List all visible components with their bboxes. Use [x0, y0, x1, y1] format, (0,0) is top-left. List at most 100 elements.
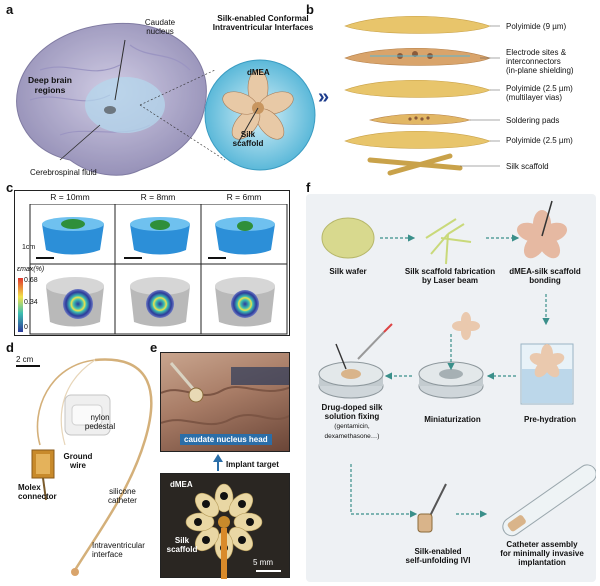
brain-illustration: [16, 22, 316, 176]
layer-vias-line2: (multilayer vias): [506, 93, 563, 103]
layer-polyimide-2-5: Polyimide (2.5 µm): [506, 136, 573, 145]
radius-10mm: R = 10mm: [50, 192, 90, 202]
silk-e-line2: scaffold: [166, 545, 198, 555]
panel-label-d: d: [6, 340, 14, 355]
deep-line1: Deep brain: [28, 75, 72, 85]
process-flow: [318, 200, 596, 537]
panel-label-a: a: [6, 2, 14, 17]
step-laser-fab: Silk scaffold fabrication by Laser beam: [400, 267, 500, 285]
layer-electrode-line2: interconnectors: [506, 57, 561, 67]
caudate-line2: nucleus: [146, 27, 174, 37]
silicone-line1: silicone: [109, 487, 136, 496]
colorbar-tick-high: 0.68: [24, 277, 38, 284]
laser-scaffold-img: [425, 218, 472, 265]
silk-e-line1: Silk: [174, 536, 190, 545]
nylon-pedestal-label: nylon pedestal: [80, 413, 120, 431]
double-chevron-icon: »: [318, 86, 330, 108]
ivi-line1: Intraventricular: [92, 541, 145, 550]
brain-photo-svg: [161, 362, 289, 426]
layer-polyimide-9: Polyimide (9 µm): [506, 22, 567, 31]
layer-polyimide-vias: Polyimide (2.5 µm) (multilayer vias): [506, 84, 573, 102]
ivi-line2: interface: [92, 550, 123, 560]
silk-a-line1: Silk: [240, 130, 256, 139]
dome-model-10mm: [42, 217, 104, 255]
bond-line2: bonding: [529, 276, 561, 286]
fab-line2: by Laser beam: [421, 276, 479, 286]
scale-bar-d: [16, 365, 40, 367]
layer-soldering-pads: Soldering pads: [506, 116, 560, 125]
dmea-label-e: dMEA: [170, 480, 193, 489]
beaker-img: [520, 343, 574, 405]
colorbar-tick-mid: 0.34: [24, 299, 38, 306]
panel-a-title-line1: Silk-enabled Conformal: [217, 14, 309, 23]
nylon-line1: nylon: [90, 413, 110, 422]
step-silk-wafer: Silk wafer: [329, 267, 367, 276]
unfold-line1: Silk-enabled: [414, 547, 462, 556]
self-unfolding-ivi-img: [417, 483, 447, 533]
up-arrow-icon: [213, 454, 223, 462]
silk-a-line2: scaffold: [232, 139, 264, 149]
unfold-line2: self-unfolding IVI: [405, 556, 471, 566]
molex-line2: connector: [18, 492, 57, 502]
ground-line2: wire: [69, 461, 86, 471]
radius-6mm: R = 6mm: [226, 192, 262, 202]
dmea-flower-zoom: [222, 69, 294, 144]
panel-c-grid: [18, 204, 288, 335]
panel-label-c: c: [6, 180, 14, 195]
catheter-tube-img: [502, 464, 596, 537]
silicone-catheter-label: silicone catheter: [100, 487, 145, 505]
caudate-head-tag: caudate nucleus head: [180, 434, 272, 446]
silk-scaffold-label-a: Silk scaffold: [228, 130, 268, 148]
cath-line2: for minimally invasive: [500, 549, 584, 559]
cath-line1: Catheter assembly: [506, 540, 578, 549]
layer-electrode-line1: Electrode sites &: [506, 48, 567, 57]
implant-target-label: Implant target: [226, 460, 279, 469]
panel-label-f: f: [306, 180, 311, 195]
colorbar-label: εmax(%): [17, 266, 45, 273]
step-bonding: dMEA-silk scaffold bonding: [505, 267, 585, 285]
strain-map-6mm: [215, 277, 275, 327]
intraventricular-interface-label: Intraventricular interface: [92, 541, 145, 559]
silicone-line2: catheter: [108, 496, 137, 506]
panel-label-b: b: [306, 2, 314, 17]
step-catheter-assembly: Catheter assembly for minimally invasive…: [492, 540, 592, 568]
cath-line3: implantation: [518, 558, 566, 568]
silk-wafer-img: [321, 217, 375, 259]
step-miniaturization: Miniaturization: [424, 415, 481, 424]
layer-electrode-line3: (in-plane shielding): [506, 66, 574, 76]
bonded-dmea-img: [516, 200, 568, 259]
drug-line3: (gentamicin,: [334, 423, 370, 431]
ground-line1: Ground: [63, 452, 93, 461]
dome-model-6mm: [215, 217, 275, 255]
molex-connector: [31, 449, 55, 479]
dmea-label-a: dMEA: [247, 68, 270, 77]
layer-vias-line1: Polyimide (2.5 µm): [506, 84, 573, 93]
device-photo: [31, 358, 153, 576]
bond-line1: dMEA-silk scaffold: [509, 267, 581, 276]
fab-line1: Silk scaffold fabrication: [404, 267, 496, 276]
molex-connector-label: Molex connector: [18, 483, 57, 501]
scale-label-c: 1cm: [22, 244, 36, 251]
caudate-nucleus-label: Caudate nucleus: [130, 18, 190, 36]
layer-stack-illustration: [344, 16, 500, 176]
ground-wire-label: Ground wire: [58, 452, 98, 470]
panel-label-e: e: [150, 340, 158, 355]
step-self-unfolding: Silk-enabled self-unfolding IVI: [398, 547, 478, 565]
dmea-photo-svg: [185, 483, 281, 583]
silk-scaffold-label-e: Silk scaffold: [164, 536, 200, 554]
panel-c-frame: [14, 190, 290, 336]
scale-label-d: 2 cm: [16, 355, 34, 364]
strain-map-10mm: [46, 277, 104, 327]
layer-electrode-sites: Electrode sites & interconnectors (in-pl…: [506, 48, 574, 76]
drug-fixing-img: [318, 323, 393, 399]
drug-line1: Drug-doped silk: [321, 403, 383, 412]
csf-label: Cerebrospinal fluid: [30, 168, 97, 177]
deep-brain-label: Deep brain regions: [20, 75, 80, 96]
panel-a-title-line2: Intraventricular Interfaces: [212, 23, 314, 33]
drug-line2: solution fixing: [324, 412, 380, 422]
nylon-line2: pedestal: [84, 422, 116, 432]
deep-line2: regions: [34, 84, 66, 95]
drug-line4: dexamethasone…): [324, 432, 380, 440]
panel-a-title: Silk-enabled Conformal Intraventricular …: [198, 14, 328, 33]
mold-ring-img: [418, 312, 484, 399]
